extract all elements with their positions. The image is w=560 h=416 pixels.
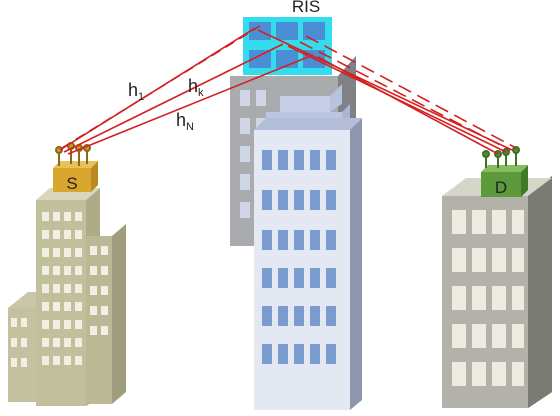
channel-label-hn: hN	[176, 110, 194, 133]
source-building	[8, 188, 126, 406]
link-ris-to-d-n	[317, 56, 499, 155]
destination-label: D	[495, 178, 507, 197]
source-label: S	[66, 174, 77, 193]
link-s-to-ris-k	[63, 43, 284, 153]
ris-panel	[243, 17, 332, 75]
source-antenna-box	[53, 142, 98, 192]
ris-label: RIS	[292, 0, 320, 16]
channel-links	[59, 25, 517, 155]
destination-building	[442, 176, 552, 408]
destination-antenna-box	[481, 146, 528, 197]
center-front-tower	[254, 84, 362, 410]
center-tower-windows	[262, 150, 336, 364]
channel-label-h1: h1	[128, 80, 144, 103]
link-ris-to-d-dashed-1	[305, 35, 517, 149]
link-ris-to-d-dashed-2	[299, 41, 511, 151]
link-s-to-ris-n	[67, 54, 314, 155]
channel-label-hk: hk	[188, 76, 204, 99]
link-s-to-ris-dashed	[61, 25, 261, 149]
